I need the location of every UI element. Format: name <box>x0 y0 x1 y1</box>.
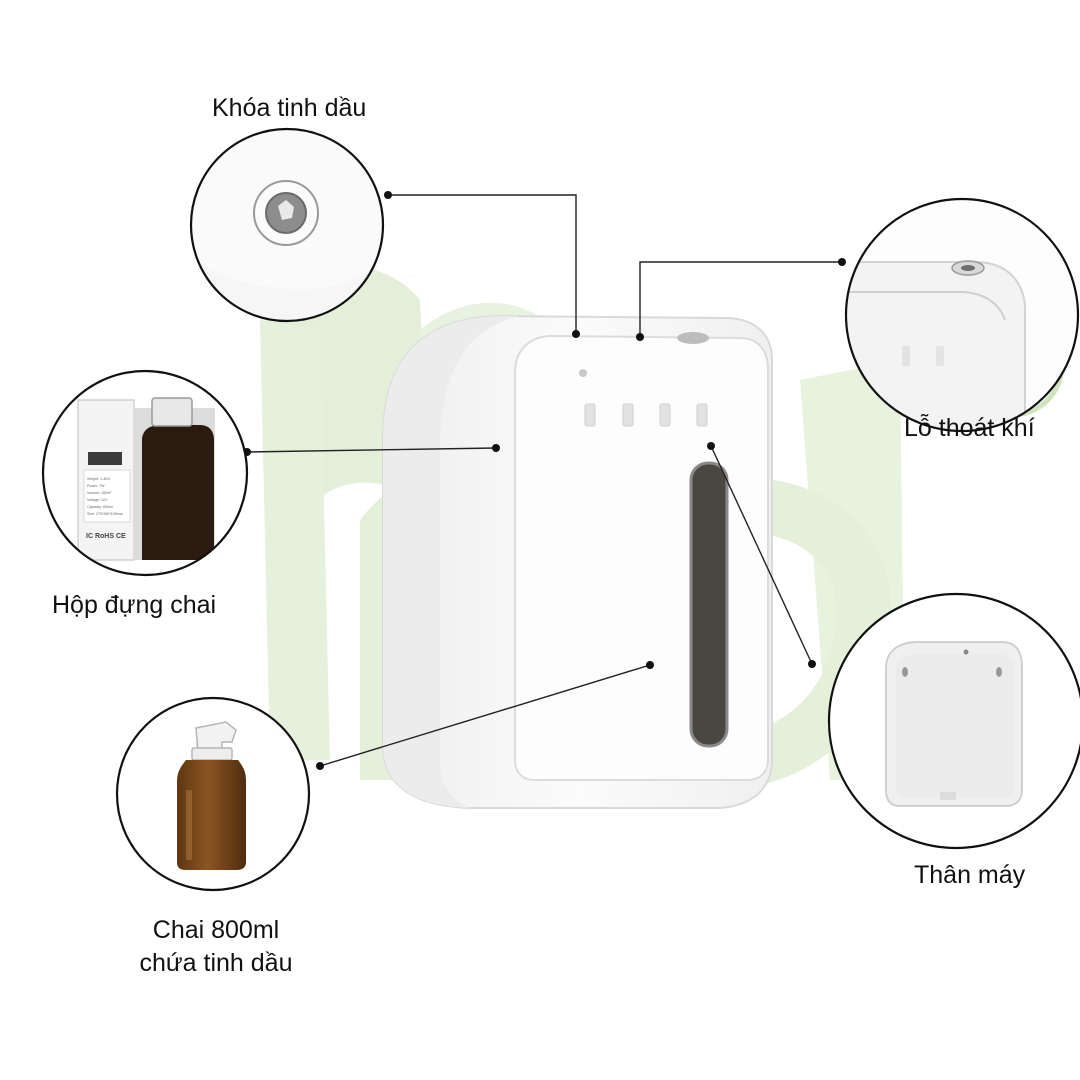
box-display <box>88 452 122 465</box>
spec-line-2: Power: 7W <box>87 484 105 488</box>
connector-box <box>246 447 497 453</box>
label-vent: Lỗ thoát khí <box>904 414 1035 442</box>
level-window <box>689 461 729 748</box>
callout-box-circle: Weight: 1.4KG Power: 7W Volume: 150m³ Vo… <box>41 369 249 577</box>
callout-vent-circle <box>844 197 1080 433</box>
spec-line-1: Weight: 1.4KG <box>87 477 111 481</box>
spec-line-5: Capacity: 800ml <box>87 505 113 509</box>
box-bottle-cap <box>151 397 193 427</box>
essential-oil-bottle <box>177 721 246 870</box>
connector-body <box>710 445 813 665</box>
vent-hole-icon <box>951 260 985 276</box>
label-box: Hộp đựng chai <box>52 591 217 619</box>
callout-lock-circle <box>189 127 385 323</box>
label-bottle-line2: chứa tinh dầu <box>139 949 293 977</box>
box-spec-label <box>83 469 131 523</box>
label-body: Thân máy <box>914 861 1026 889</box>
indicator-led <box>579 369 587 377</box>
callout-body-circle <box>827 592 1080 850</box>
label-lock: Khóa tinh dầu <box>212 94 367 122</box>
connector-lock <box>388 194 577 335</box>
certification-marks: IC RoHS CE <box>86 533 126 540</box>
label-bottle-line1: Chai 800ml <box>152 916 280 944</box>
vent-slots <box>584 403 708 427</box>
lock-icon <box>253 180 319 246</box>
connector-lines <box>246 194 842 767</box>
diffuser-device <box>382 314 773 809</box>
callout-bottle-circle <box>115 696 311 892</box>
top-air-outlet <box>677 332 709 344</box>
spec-line-6: Size: 275*260*105mm <box>87 512 123 516</box>
connector-vent <box>639 261 842 337</box>
device-back-view <box>885 641 1023 807</box>
spec-line-3: Volume: 150m³ <box>87 491 112 495</box>
connector-bottle <box>319 664 651 767</box>
spec-line-4: Voltage: 12V <box>87 498 108 502</box>
